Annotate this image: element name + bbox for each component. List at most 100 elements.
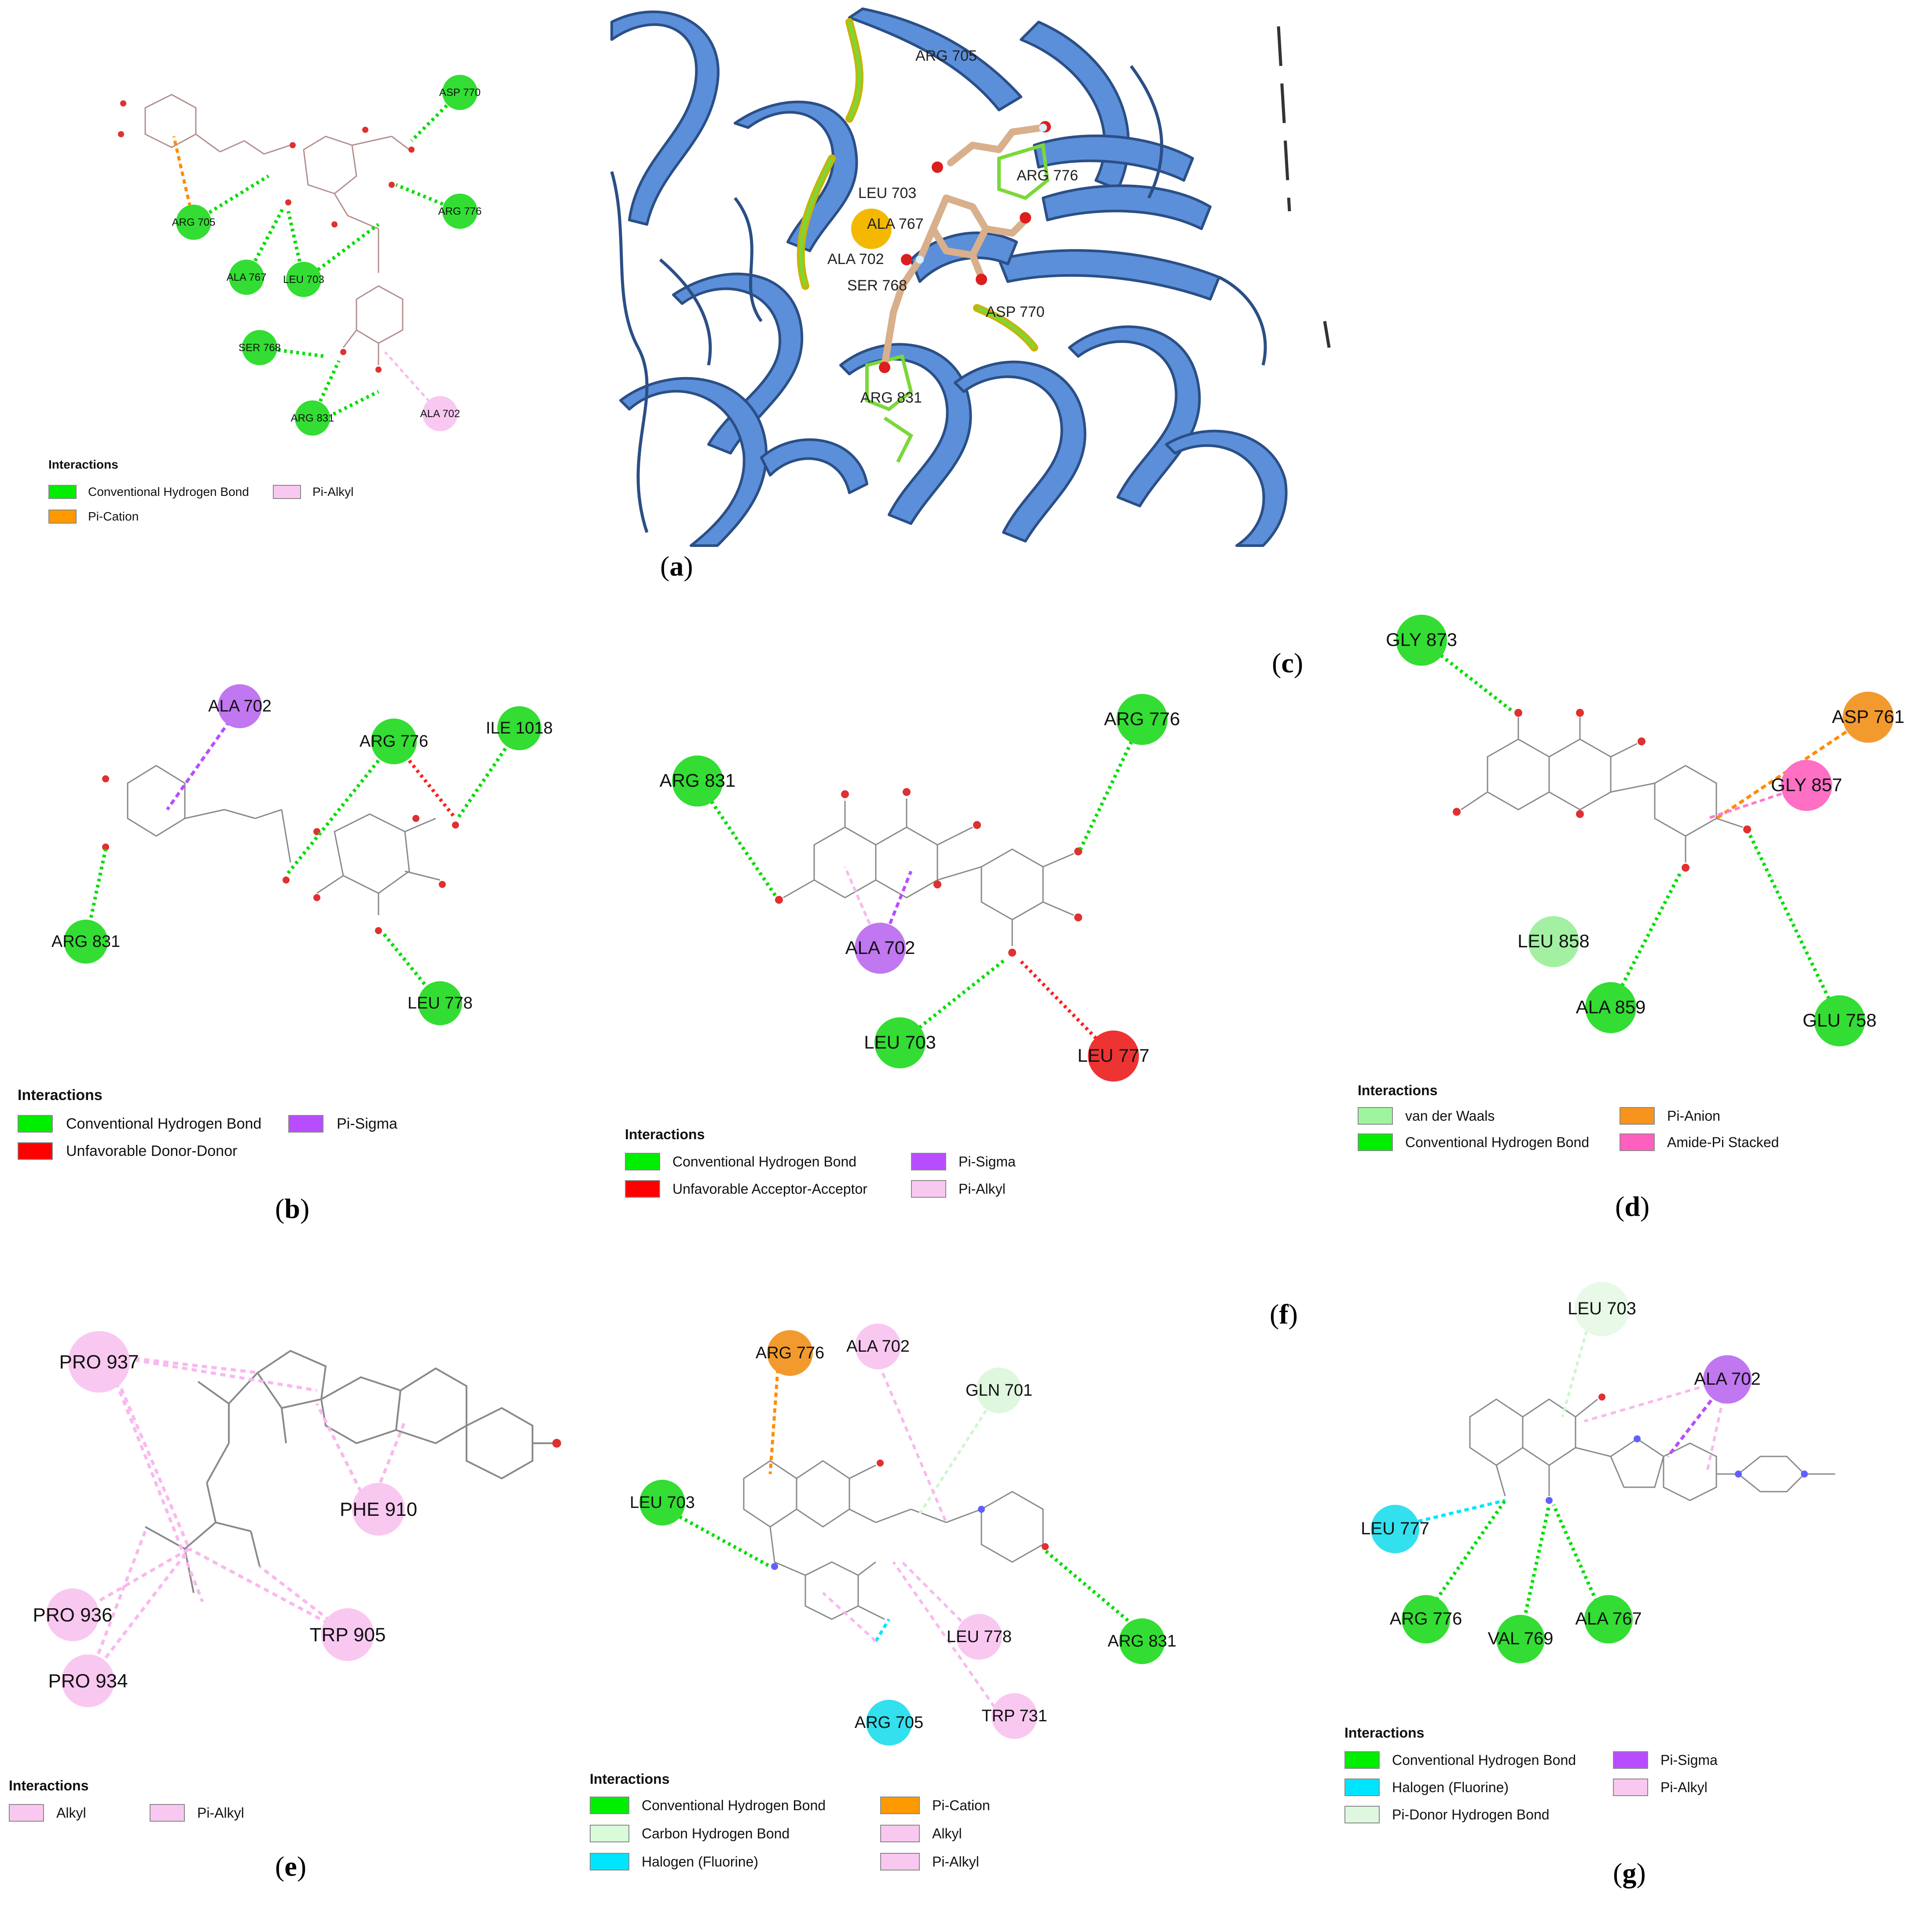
residue-label: ARG 776 (360, 732, 428, 751)
residue-pro937-disc (68, 1331, 130, 1393)
residue-arg831-disc (1119, 1618, 1165, 1664)
legend-item: Alkyl (9, 1804, 86, 1822)
residue-pro934-disc (62, 1654, 114, 1707)
panel-e-svg: PRO 937 PHE 910 PRO 936 TRP 905 PRO 934 (33, 1331, 561, 1707)
legend-item: Pi-Anion (1620, 1107, 1720, 1125)
legend-item: Conventional Hydrogen Bond (590, 1797, 826, 1814)
residue-label: ARG 831 (660, 770, 736, 791)
residue-arg776-disc (767, 1330, 813, 1376)
residue-gly857-disc (1781, 760, 1832, 811)
residue-label: GLY 873 (1386, 629, 1457, 650)
legend-item: Pi-Sigma (288, 1115, 397, 1133)
legend-title: Interactions (1344, 1725, 1425, 1741)
legend-item: Pi-Alkyl (273, 485, 353, 499)
residue-label: ARG 705 (172, 216, 216, 228)
residue-arg831-disc (64, 920, 108, 964)
panel-g-diagram: LEU 703 ALA 702 LEU 777 ARG 776 VAL 769 … (1329, 1267, 1932, 1907)
panel-e-diagram: PRO 937 PHE 910 PRO 936 TRP 905 PRO 934 … (0, 1276, 607, 1905)
panel-label-c: (c) (1272, 647, 1304, 678)
residue-arg776-disc (442, 194, 477, 229)
residue-ala702-disc (218, 684, 262, 728)
legend-item: Pi-Alkyl (1613, 1779, 1708, 1796)
panel-c-diagram: ARG 831 ARG 776 ALA 702 LEU 703 LEU 777 … (607, 669, 1311, 1241)
panel-a-residues (176, 75, 477, 436)
residue-label: ASP 761 (1832, 706, 1904, 727)
protein-3d-svg: ARG 705 LEU 703 ALA 767 ARG 776 ALA 702 … (610, 7, 1331, 547)
residue-ala767-disc (229, 260, 264, 295)
residue-asp761-disc (1843, 692, 1894, 743)
residue-leu703-disc (1575, 1282, 1629, 1336)
legend-item: Conventional Hydrogen Bond (48, 485, 249, 499)
panel-f-diagram: ARG 776 ALA 702 GLN 701 LEU 703 LEU 778 … (585, 1302, 1289, 1907)
residue-ala702-disc (1703, 1355, 1752, 1404)
legend-item: Conventional Hydrogen Bond (625, 1153, 856, 1170)
residue-label: SER 768 (239, 342, 281, 354)
residue-label: PRO 934 (48, 1670, 128, 1692)
panel-d-diagram: GLY 873 ASP 761 GLY 857 LEU 858 ALA 859 … (1329, 590, 1932, 1228)
legend-title: Interactions (9, 1778, 89, 1793)
panel-f-svg: ARG 776 ALA 702 GLN 701 LEU 703 LEU 778 … (630, 1324, 1176, 1746)
legend-title: Interactions (1358, 1082, 1438, 1098)
residue-label: ARG 776 (1390, 1609, 1462, 1628)
panel-g-legend: Interactions Conventional Hydrogen Bond … (1344, 1725, 1829, 1835)
residue-label: ARG 831 (1108, 1632, 1176, 1650)
residue-label: PRO 937 (59, 1351, 139, 1373)
residue-leu778-disc (956, 1614, 1002, 1660)
legend-item: Pi-Sigma (1613, 1751, 1718, 1769)
panel-label-b: (b) (275, 1193, 310, 1224)
panel-c-svg: ARG 831 ARG 776 ALA 702 LEU 703 LEU 777 (660, 694, 1180, 1082)
legend-item: Amide-Pi Stacked (1620, 1133, 1779, 1151)
residue-label: LEU 777 (1077, 1045, 1149, 1066)
legend-item: Halogen (Fluorine) (590, 1853, 758, 1870)
legend-item: Pi-Donor Hydrogen Bond (1344, 1806, 1550, 1823)
legend-item: Unfavorable Donor-Donor (18, 1142, 237, 1160)
residue-arg776-disc (371, 719, 417, 764)
residue-arg776-disc (1402, 1595, 1450, 1643)
label-3d: ASP 770 (986, 304, 1045, 320)
legend-item: Pi-Alkyl (880, 1853, 979, 1870)
legend-item: van der Waals (1358, 1107, 1495, 1125)
label-3d: SER 768 (847, 277, 907, 294)
residue-arg776-disc (1117, 694, 1168, 745)
panel-d-svg: GLY 873 ASP 761 GLY 857 LEU 858 ALA 859 … (1386, 615, 1905, 1046)
residue-trp905-disc (321, 1608, 374, 1661)
legend-item: Conventional Hydrogen Bond (18, 1115, 261, 1133)
panel-f-legend: Interactions Conventional Hydrogen Bond … (590, 1771, 1074, 1881)
residue-leu703-disc (874, 1017, 926, 1068)
residue-pro936-disc (46, 1588, 99, 1641)
legend-item: Unfavorable Acceptor-Acceptor (625, 1180, 867, 1198)
panel-a-svg: ASP 770 ARG 705 ARG 776 ALA 767 LEU 703 … (118, 75, 482, 436)
residue-arg705-disc (176, 205, 211, 240)
residue-ala702-disc (422, 396, 458, 431)
residue-label: LEU 703 (864, 1032, 936, 1053)
label-3d: ALA 767 (867, 216, 924, 232)
residue-leu858-disc (1528, 916, 1579, 967)
panel-d-legend: Interactions van der Waals Pi-Anion Conv… (1358, 1082, 1842, 1170)
panel-a-diagram: ASP 770 ARG 705 ARG 776 ALA 767 LEU 703 … (0, 0, 594, 550)
legend-item: Pi-Cation (48, 510, 139, 524)
panel-b-diagram: ALA 702 ARG 776 ILE 1018 ARG 831 LEU 778… (0, 607, 607, 1245)
residue-label: LEU 778 (408, 994, 473, 1012)
residue-label: TRP 731 (981, 1707, 1047, 1725)
residue-leu703-disc (286, 262, 321, 297)
panel-b-svg: ALA 702 ARG 776 ILE 1018 ARG 831 LEU 778 (51, 684, 553, 1025)
residue-ala702-disc (855, 1324, 901, 1369)
residue-val769-disc (1496, 1615, 1545, 1663)
residue-label: ALA 702 (845, 937, 915, 958)
residue-ala767-disc (1584, 1595, 1633, 1643)
legend-item: Carbon Hydrogen Bond (590, 1825, 790, 1842)
residue-label: ARG 831 (51, 932, 120, 951)
panel-g-svg: LEU 703 ALA 702 LEU 777 ARG 776 VAL 769 … (1361, 1282, 1835, 1663)
residue-label: ARG 776 (438, 205, 482, 217)
residue-label: ASP 770 (439, 87, 481, 99)
legend-title: Interactions (590, 1771, 670, 1787)
panel-b-legend: Interactions Conventional Hydrogen Bond … (18, 1087, 458, 1175)
residue-ser768-disc (242, 330, 277, 365)
residue-label: LEU 703 (283, 274, 324, 286)
label-3d: ARG 831 (860, 389, 922, 406)
legend-item: Alkyl (880, 1825, 962, 1842)
panel-label-d: (d) (1615, 1191, 1650, 1222)
label-3d: ALA 702 (827, 251, 884, 268)
legend-title: Interactions (48, 458, 118, 471)
residue-label: LEU 858 (1517, 931, 1589, 951)
